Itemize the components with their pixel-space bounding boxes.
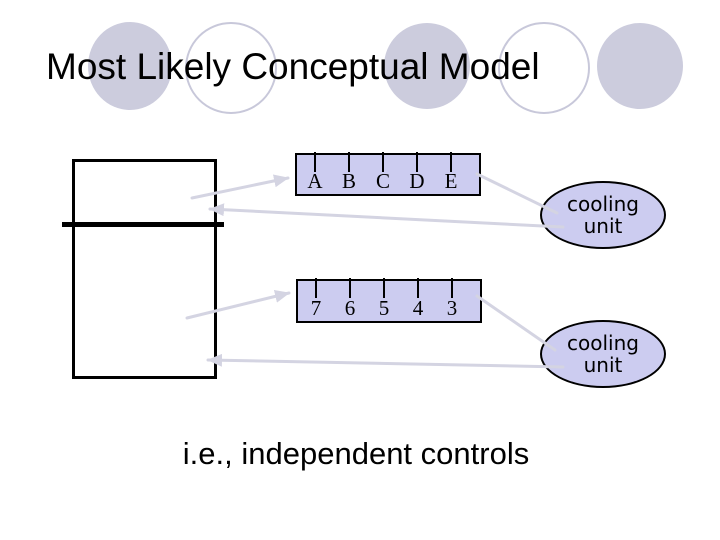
panel-setting-label: D	[409, 169, 425, 193]
control-panel-fridge: 7 6 5 4 3	[296, 278, 482, 323]
slide-caption: i.e., independent controls	[182, 436, 530, 471]
connector-cooling-unit-1-to-freezer	[208, 203, 565, 229]
panel-setting-label: B	[341, 169, 356, 193]
cooling-unit-2: cooling unit	[540, 320, 666, 388]
tick-mark	[349, 278, 351, 298]
tick-mark	[348, 152, 350, 172]
tick-mark	[383, 278, 385, 298]
tick-mark	[382, 152, 384, 172]
refrigerator-outline	[62, 159, 224, 379]
cooling-unit-label-line1: cooling	[567, 331, 639, 355]
panel-setting-label: 7	[310, 296, 322, 320]
panel-setting-label: C	[375, 169, 390, 193]
cooling-unit-label-line2: unit	[583, 353, 623, 377]
decor-circle-filled-2	[384, 23, 470, 109]
tick-mark	[417, 278, 419, 298]
tick-mark	[416, 152, 418, 172]
panel-setting-label: 3	[446, 296, 458, 320]
slide-title: Most Likely Conceptual Model	[46, 46, 540, 87]
panel-setting-label: 5	[378, 296, 390, 320]
refrigerator-compartment-divider	[62, 222, 224, 227]
connector-panel-1-to-cooling-unit-1	[475, 172, 559, 215]
tick-mark	[315, 278, 317, 298]
connector-fridge-to-panel-2	[185, 290, 291, 320]
decor-circle-outlined-1	[185, 22, 277, 114]
connector-freezer-to-panel-1	[190, 174, 290, 200]
cooling-unit-label-line2: unit	[583, 214, 623, 238]
decor-circle-outlined-2	[498, 22, 590, 114]
decor-circle-filled-3	[597, 23, 683, 109]
cooling-unit-1: cooling unit	[540, 181, 666, 249]
tick-mark	[314, 152, 316, 172]
tick-mark	[451, 278, 453, 298]
decor-circle-filled-1	[88, 22, 172, 110]
panel-setting-label: 4	[412, 296, 424, 320]
panel-setting-label: 6	[344, 296, 356, 320]
connector-panel-2-to-cooling-unit-2	[475, 294, 557, 352]
panel-setting-label: E	[444, 169, 458, 193]
cooling-unit-label-line1: cooling	[567, 192, 639, 216]
panel-setting-label: A	[307, 169, 323, 193]
tick-mark	[450, 152, 452, 172]
connector-cooling-unit-2-to-fridge	[206, 353, 565, 369]
